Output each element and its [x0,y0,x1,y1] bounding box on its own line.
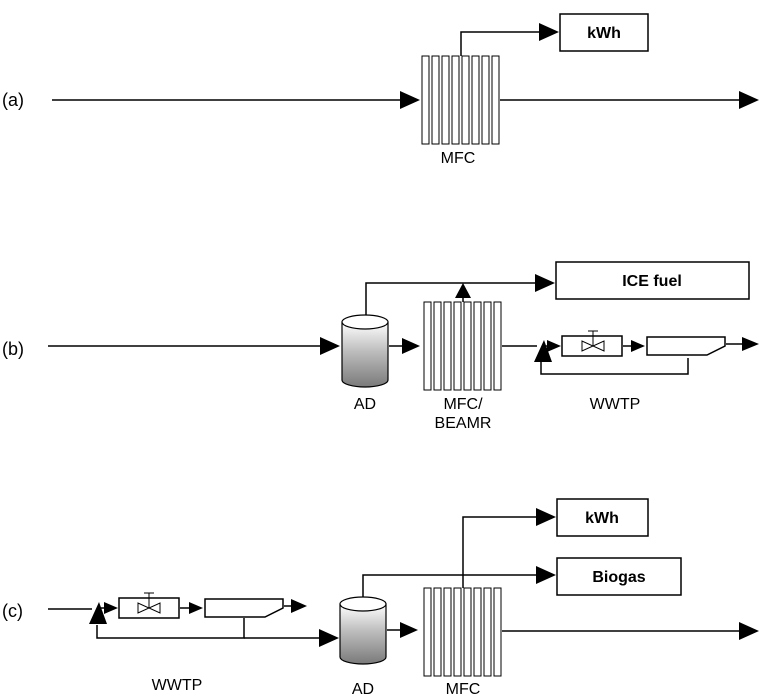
panel-c-ad-digester [339,596,387,665]
panel-a-power-arrow [460,23,559,56]
panel-b-gas-line-to-ice [365,274,555,315]
panel-c-wwtp-recycle-loop [89,602,245,639]
panel-c-effluent-arrow [502,622,759,640]
panel-b-wwtp-outlet-arrow [726,337,759,351]
panel-b-ad-digester [341,314,389,388]
panel-b-wwtp-inlet-arrow [542,340,561,352]
panel-c-sludge-to-ad-arrow [244,629,339,647]
panel-a-kwh-label: kWh [587,25,621,42]
panel-c-wwtp-reactor-to-clarifier-arrow [180,602,203,614]
panel-b-wwtp-reactor-to-clarifier-arrow [623,340,645,352]
panel-b-wwtp-clarifier [646,336,726,356]
panel-a-mfc-caption: MFC [441,150,476,167]
panel-b-ice-fuel-box [555,261,750,300]
panel-c-mfc-stack [423,587,502,677]
panel-b-mfc-stack [423,301,502,391]
panel-c-label: (c) [2,601,23,621]
panel-c-kwh-label: kWh [585,510,619,527]
panel-b-ad-to-mfc-arrow [389,338,420,354]
panel-a-influent-arrow [52,91,420,109]
panel-c-mfc-caption: MFC [446,681,481,698]
panel-a-label: (a) [2,90,24,110]
panel-c-ad-to-mfc-arrow [387,622,418,638]
panel-b-wwtp-caption: WWTP [590,396,641,413]
panel-c: (c) WWTP [2,498,759,698]
panel-b-ad-caption: AD [354,396,376,413]
panel-a-kwh-box [559,13,649,52]
panel-b-label: (b) [2,339,24,359]
panel-c-wwtp-outlet-arrow [284,599,307,613]
panel-c-kwh-box [556,498,649,537]
panel-b-influent-arrow [48,337,340,355]
panel-b-ice-fuel-label: ICE fuel [622,273,682,290]
panel-c-power-arrow [462,508,556,588]
panel-c-biogas-box [556,557,682,596]
panel-c-ad-caption: AD [352,681,374,698]
panel-c-wwtp-reactor [118,592,180,619]
panel-b-wwtp-reactor [561,330,623,357]
panel-c-wwtp-inlet-arrow [97,602,118,614]
panel-c-wwtp-caption: WWTP [152,677,203,694]
panel-a: (a) MFC kWh [2,13,759,167]
panel-c-biogas-label: Biogas [592,569,645,586]
panel-c-wwtp-clarifier [204,598,284,618]
panel-b: (b) AD MFC/ BEAMR [2,261,759,432]
panel-b-mfc-caption-line2: BEAMR [435,415,492,432]
panel-a-effluent-arrow [500,91,759,109]
panel-c-biogas-arrow [362,566,556,597]
panel-b-mfc-gas-arrow [455,283,471,302]
panel-a-mfc-stack [421,55,500,145]
panel-b-mfc-caption-line1: MFC/ [443,396,483,413]
panel-b-wwtp-recycle-loop [534,340,689,375]
